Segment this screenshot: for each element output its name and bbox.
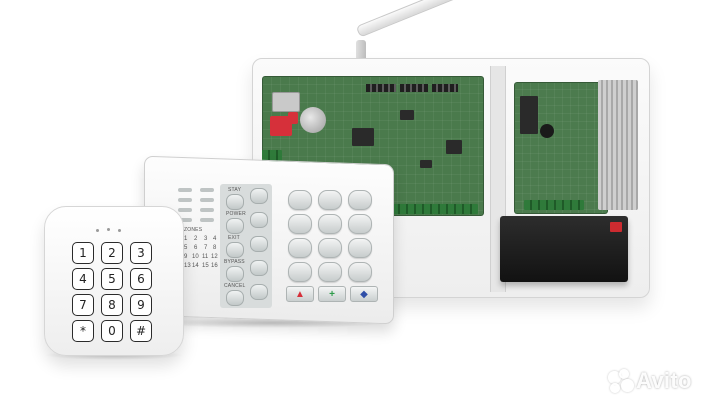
zone-number: 12 [211, 254, 218, 260]
led-indicator [200, 198, 214, 202]
touch-key-2[interactable]: 2 [101, 242, 123, 264]
stay-label: STAY [228, 187, 242, 193]
avito-watermark: Avito [608, 368, 692, 394]
zone-number: 9 [184, 254, 188, 260]
antenna-base [356, 40, 366, 72]
zone-number: 8 [213, 245, 217, 251]
led-indicator [178, 188, 192, 192]
coin-battery [300, 107, 326, 133]
key-2[interactable] [318, 190, 342, 210]
zone-number: 6 [194, 245, 198, 251]
key-hash[interactable] [348, 262, 372, 282]
power-label: POWER [226, 211, 246, 217]
touch-key-6[interactable]: 6 [130, 268, 152, 290]
backup-battery [500, 216, 628, 282]
key-5[interactable] [318, 214, 342, 234]
status-dot [96, 229, 99, 232]
status-dot [107, 228, 110, 231]
sim-holder [272, 92, 300, 112]
zone-number: 7 [204, 245, 208, 251]
zone-number: 11 [202, 254, 209, 260]
chip [400, 110, 414, 120]
processor-chip [352, 128, 374, 146]
zone-number: 13 [184, 263, 191, 269]
inductor [540, 124, 554, 138]
zone-number: 10 [192, 254, 199, 260]
heatsink [598, 80, 638, 210]
key-1[interactable] [288, 190, 312, 210]
battery-terminal [610, 222, 622, 232]
medical-icon[interactable]: + [318, 286, 346, 302]
led-indicator [200, 208, 214, 212]
bypass-label: BYPASS [224, 259, 245, 265]
touch-key-1[interactable]: 1 [72, 242, 94, 264]
relay [288, 112, 298, 124]
capacitor [520, 96, 538, 134]
key-9[interactable] [348, 238, 372, 258]
touch-key-7[interactable]: 7 [72, 294, 94, 316]
stay-led [226, 194, 244, 210]
zone-number: 3 [204, 236, 208, 242]
pin-header [366, 84, 396, 92]
zone-number: 14 [192, 263, 199, 269]
avito-logo-icon [608, 369, 634, 393]
police-icon[interactable]: ◆ [350, 286, 378, 302]
led-indicator [200, 218, 214, 222]
pin-header [400, 84, 428, 92]
touch-key-0[interactable]: 0 [101, 320, 123, 342]
key-6[interactable] [348, 214, 372, 234]
watermark-text: Avito [636, 368, 692, 393]
zone-number: 2 [194, 236, 198, 242]
key-8[interactable] [318, 238, 342, 258]
touch-key-8[interactable]: 8 [101, 294, 123, 316]
keypad-shadow [150, 318, 390, 328]
pin-header [432, 84, 458, 92]
power-supply-board [514, 82, 608, 214]
cancel-led [226, 290, 244, 306]
stay-button[interactable] [250, 188, 268, 204]
cancel-label: CANCEL [224, 283, 246, 289]
zone-number: 5 [184, 245, 188, 251]
exit-button[interactable] [250, 236, 268, 252]
fire-icon[interactable]: ▲ [286, 286, 314, 302]
bypass-button[interactable] [250, 260, 268, 276]
touch-key-5[interactable]: 5 [101, 268, 123, 290]
terminal-block [392, 204, 478, 214]
power-button[interactable] [250, 212, 268, 228]
key-star[interactable] [288, 262, 312, 282]
sim-card [270, 116, 292, 136]
zone-number: 4 [213, 236, 217, 242]
zones-label: ZONES [184, 227, 203, 233]
key-7[interactable] [288, 238, 312, 258]
led-indicator [178, 218, 192, 222]
touch-key-4[interactable]: 4 [72, 268, 94, 290]
antenna [355, 0, 472, 38]
zone-number: 15 [202, 263, 209, 269]
chip [420, 160, 432, 168]
bypass-led [226, 266, 244, 282]
status-dot [118, 229, 121, 232]
led-indicator [178, 208, 192, 212]
zone-number: 1 [184, 236, 188, 242]
terminal-block [524, 200, 584, 210]
touch-key-9[interactable]: 9 [130, 294, 152, 316]
zone-number: 16 [211, 263, 218, 269]
chip [446, 140, 462, 154]
led-indicator [200, 188, 214, 192]
key-4[interactable] [288, 214, 312, 234]
exit-led [226, 242, 244, 258]
power-led [226, 218, 244, 234]
exit-label: EXIT [228, 235, 240, 241]
touch-key-hash[interactable]: # [130, 320, 152, 342]
cancel-button[interactable] [250, 284, 268, 300]
touch-key-star[interactable]: * [72, 320, 94, 342]
key-0[interactable] [318, 262, 342, 282]
led-indicator [178, 198, 192, 202]
key-3[interactable] [348, 190, 372, 210]
touch-key-3[interactable]: 3 [130, 242, 152, 264]
